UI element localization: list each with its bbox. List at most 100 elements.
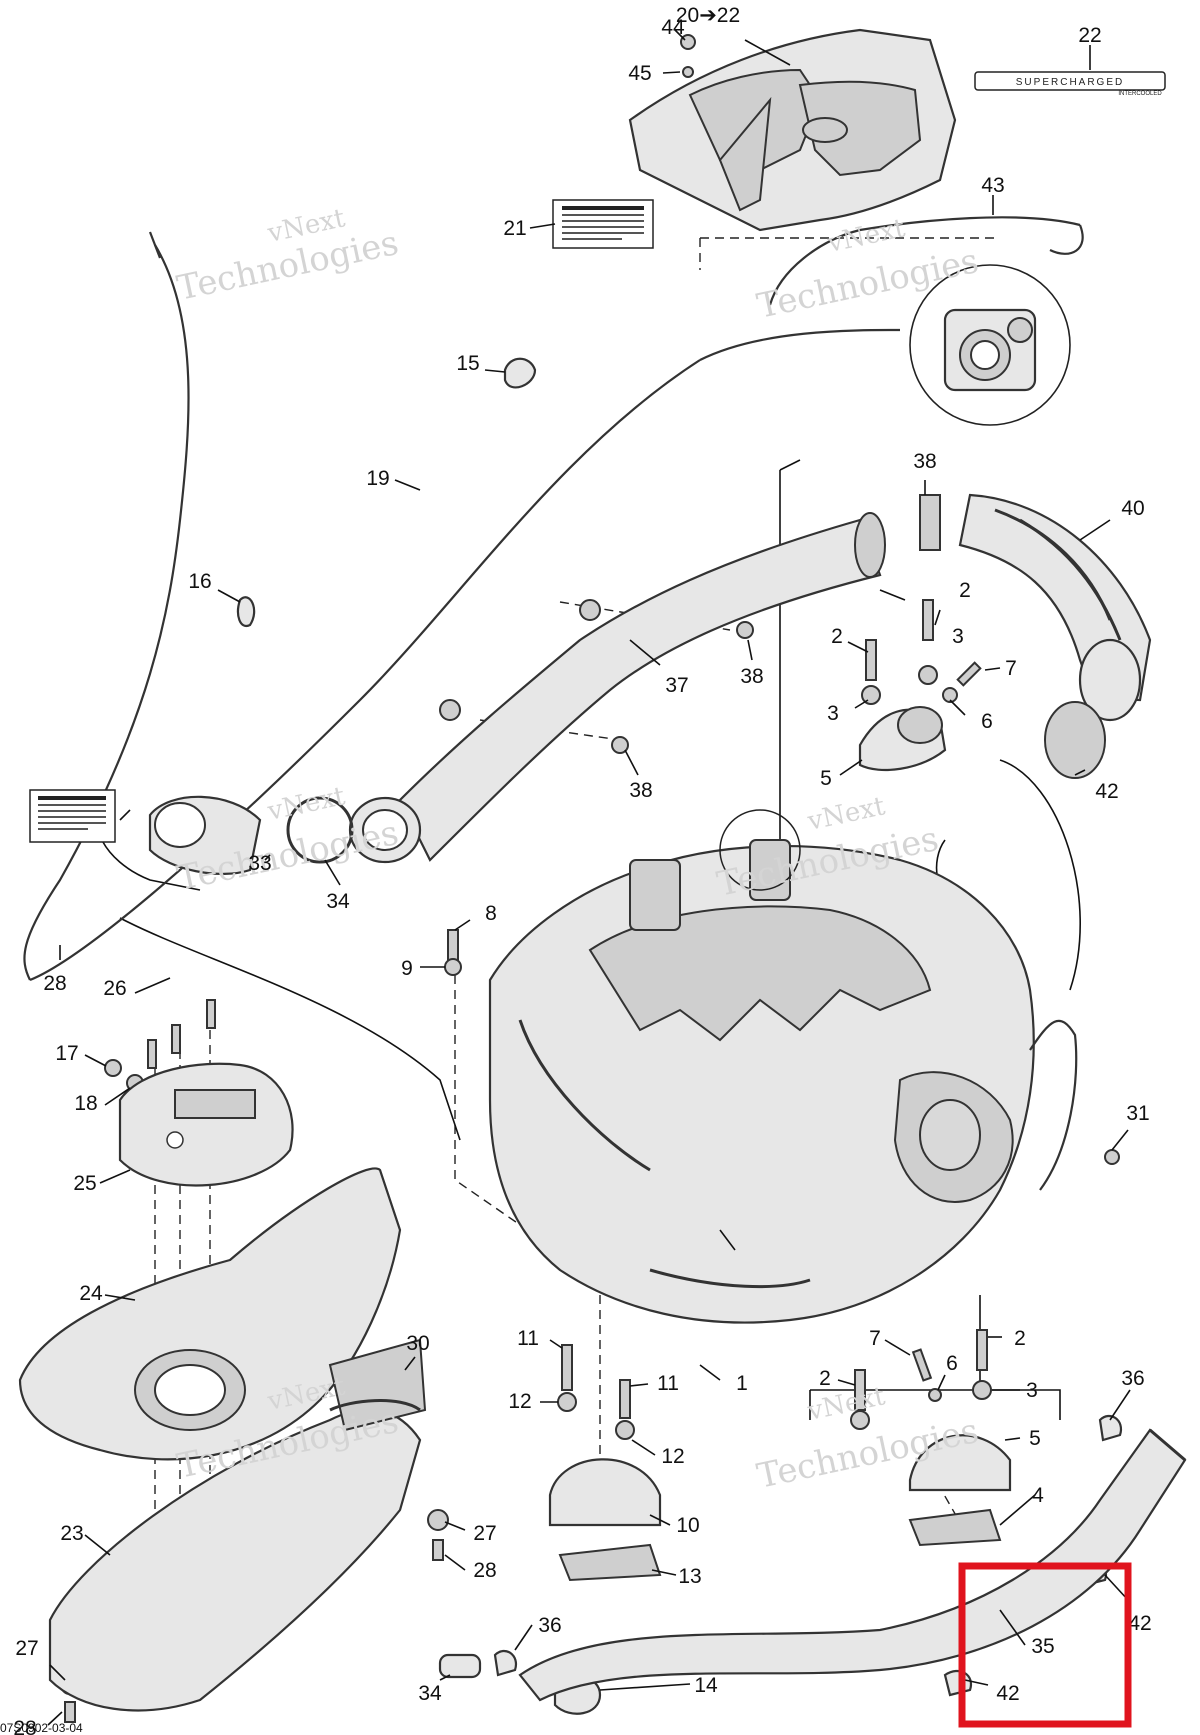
watermark-3a: vNext (804, 791, 888, 837)
callout-15: 15 (456, 352, 479, 375)
callout-3a: 3 (952, 625, 964, 648)
callout-37: 37 (665, 674, 688, 697)
callout-21: 21 (503, 217, 526, 240)
callout-16: 16 (188, 570, 211, 593)
washer-3b (918, 665, 938, 685)
clamp-36a (1098, 1414, 1123, 1442)
callout-23: 24 (79, 1282, 103, 1305)
decal-text: SUPERCHARGED (1016, 77, 1124, 88)
screw-28b (64, 1701, 76, 1723)
callout-5b: 5 (1029, 1427, 1041, 1450)
washer-3c (850, 1410, 870, 1430)
cable-19 (23, 244, 190, 981)
callout-22: 22 (1078, 24, 1101, 47)
clamp-39 (919, 494, 941, 551)
bolt-38a (736, 621, 754, 639)
clamp-36b (493, 1649, 518, 1677)
washer-3d (972, 1380, 992, 1400)
watermark-4a: vNext (264, 781, 348, 827)
clamp-15 (503, 357, 537, 389)
bolt-8 (447, 929, 459, 961)
grommet-27 (427, 1509, 449, 1531)
callout-14: 14 (694, 1674, 718, 1697)
callout-30: 30 (406, 1332, 429, 1355)
callout-41: 42 (1095, 780, 1118, 803)
callout-43: 43 (981, 174, 1004, 197)
callout-6b: 6 (946, 1352, 958, 1375)
bolt-2a (865, 639, 877, 681)
bolt-2b (922, 599, 934, 641)
fitting-34 (438, 1653, 482, 1679)
callout-labels: 20➔22 22 44 45 21 43 15 19 16 38 40 2 2 … (13, 4, 1151, 1735)
callout-35: 35 (1031, 1635, 1054, 1658)
callout-2b: 2 (831, 625, 843, 648)
watermark-5a: vNext (804, 1381, 888, 1427)
callout-11b: 11 (657, 1372, 679, 1395)
figure-code: 07S0902-03-04 (0, 1721, 83, 1735)
supercharged-decal (974, 71, 1166, 91)
coil-pack (629, 859, 681, 931)
drain-hose-group (518, 1428, 1187, 1702)
mount-10 (548, 1458, 662, 1527)
bolt-7 (956, 661, 982, 687)
warning-decal-29-group (29, 789, 116, 843)
intake-hose-group (919, 493, 1152, 779)
bolt-7b (911, 1348, 933, 1382)
callout-2d: 2 (819, 1367, 831, 1390)
intake-duct-37 (398, 518, 882, 862)
callout-12b: 12 (661, 1445, 684, 1468)
clamp-42b (943, 1669, 973, 1697)
airbox-base-24 (48, 1408, 422, 1712)
callout-42b: 42 (996, 1682, 1019, 1705)
washer-9 (444, 958, 462, 976)
callout-6a: 6 (981, 710, 993, 733)
callout-25: 25 (73, 1172, 96, 1195)
airbox-cover-25 (118, 1062, 294, 1187)
leader-lines (47, 29, 1131, 1726)
callout-19: 19 (366, 467, 389, 490)
callout-36a: 36 (1121, 1367, 1144, 1390)
washer-12b (615, 1420, 635, 1440)
decal-subtext: INTERCOOLED (1118, 91, 1162, 97)
callout-33: 34 (326, 890, 350, 913)
callout-4: 4 (1032, 1484, 1044, 1507)
nut-6b (928, 1388, 942, 1402)
hardware (60, 357, 1123, 1723)
callout-1: 1 (736, 1372, 748, 1395)
callout-10: 10 (676, 1514, 699, 1537)
bolt-2d (976, 1329, 988, 1371)
clamp-33 (286, 796, 354, 864)
callout-13: 13 (678, 1565, 701, 1588)
callout-38b: 38 (629, 779, 652, 802)
callout-28b: 28 (13, 1717, 36, 1735)
washer-3a (861, 685, 881, 705)
screw-26b (171, 1024, 181, 1054)
callout-24: 23 (60, 1522, 83, 1545)
callout-5a: 5 (820, 767, 832, 790)
screw-26c (206, 999, 216, 1029)
callout-20-22: 20➔22 (676, 4, 740, 27)
cable-43 (768, 216, 1081, 306)
callout-11a: 11 (517, 1327, 539, 1350)
bolt-11a (561, 1344, 573, 1391)
washer-12a (557, 1392, 577, 1412)
callout-40: 40 (1121, 497, 1144, 520)
nut-6 (942, 687, 958, 703)
clamp-41 (1044, 701, 1106, 779)
callout-3b: 3 (827, 702, 839, 725)
watermark-2a: vNext (824, 213, 908, 259)
bolt-38b (611, 736, 629, 754)
screw-28 (432, 1539, 444, 1561)
screw-26a (147, 1039, 157, 1069)
callout-31: 31 (1126, 1102, 1149, 1125)
shim-13 (558, 1543, 662, 1582)
callout-29: 28 (43, 972, 66, 995)
callout-42a: 42 (1128, 1612, 1151, 1635)
mount-5-bottom (908, 1434, 1012, 1492)
callout-34: 34 (418, 1682, 442, 1705)
bolt-11b (619, 1379, 631, 1419)
clamp-16 (236, 596, 256, 628)
engine-cover-group: SUPERCHARGED INTERCOOLED (552, 28, 1166, 249)
